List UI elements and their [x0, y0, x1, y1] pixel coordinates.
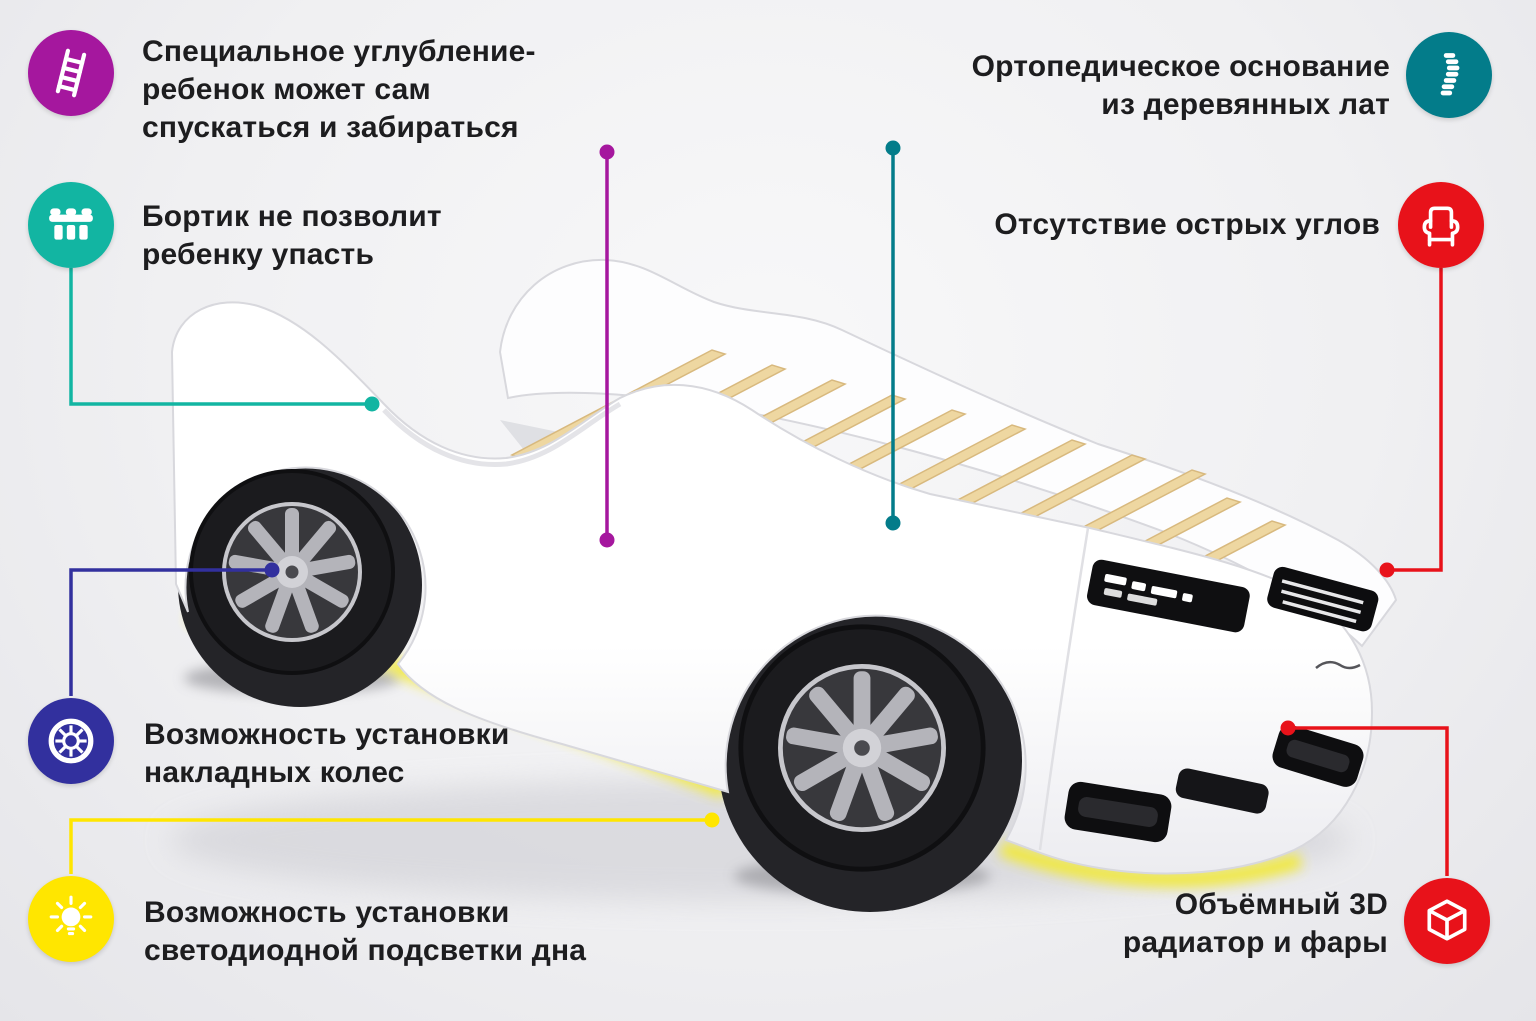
- wheel-icon: [48, 718, 94, 764]
- feature-orthopedic-base-badge: [1406, 32, 1492, 118]
- feature-led-light-badge: [28, 876, 114, 962]
- connector-radiator-3d: [1280, 720, 1449, 876]
- feature-led-light-label: Возможность установки светодиодной подсв…: [144, 896, 587, 967]
- connector-led-light: [69, 812, 720, 874]
- feature-overlay-wheels-badge: [28, 698, 114, 784]
- feature-side-rail-label: Бортик не позволит ребенку упасть: [142, 200, 442, 271]
- connector-orthopedic-base: [885, 140, 901, 531]
- feature-no-sharp-corners-label: Отсутствие острых углов: [994, 208, 1380, 241]
- cube-3d-icon: [1427, 899, 1467, 941]
- feature-no-sharp-corners-badge: [1398, 182, 1484, 268]
- rear-wheel: [187, 467, 397, 677]
- feature-recess-badge: [28, 30, 114, 116]
- connector-recess: [599, 144, 615, 548]
- air-intake-left: [1064, 781, 1172, 843]
- spine-icon: [1440, 53, 1460, 96]
- feature-radiator-3d-label: Объёмный 3D радиатор и фары: [1122, 888, 1388, 959]
- body-seam: [1038, 527, 1090, 851]
- feature-overlay-wheels-label: Возможность установки накладных колес: [144, 718, 510, 789]
- ladder-icon: [55, 48, 87, 98]
- recess-shading: [382, 401, 622, 468]
- bed-rail-icon: [49, 208, 93, 240]
- car-body: [170, 301, 1374, 875]
- headlight: [1267, 566, 1379, 632]
- air-intake-right: [1272, 725, 1364, 787]
- lightbulb-icon: [49, 895, 93, 936]
- front-grille: [1087, 559, 1250, 633]
- feature-recess-label: Специальное углубление- ребенок может са…: [142, 35, 536, 144]
- connector-no-sharp-corners: [1379, 268, 1443, 578]
- feature-orthopedic-base-label: Ортопедическое основание из деревянных л…: [971, 50, 1390, 121]
- air-intake-center: [1175, 768, 1269, 814]
- front-wheel: [738, 624, 985, 871]
- connector-overlay-wheels: [69, 562, 280, 696]
- armchair-icon: [1422, 206, 1460, 247]
- brand-squiggle: [1315, 660, 1361, 670]
- far-side-rail: [498, 258, 1398, 648]
- feature-side-rail-badge: [28, 182, 114, 268]
- connector-side-rail: [69, 268, 380, 412]
- feature-radiator-3d-badge: [1404, 878, 1490, 964]
